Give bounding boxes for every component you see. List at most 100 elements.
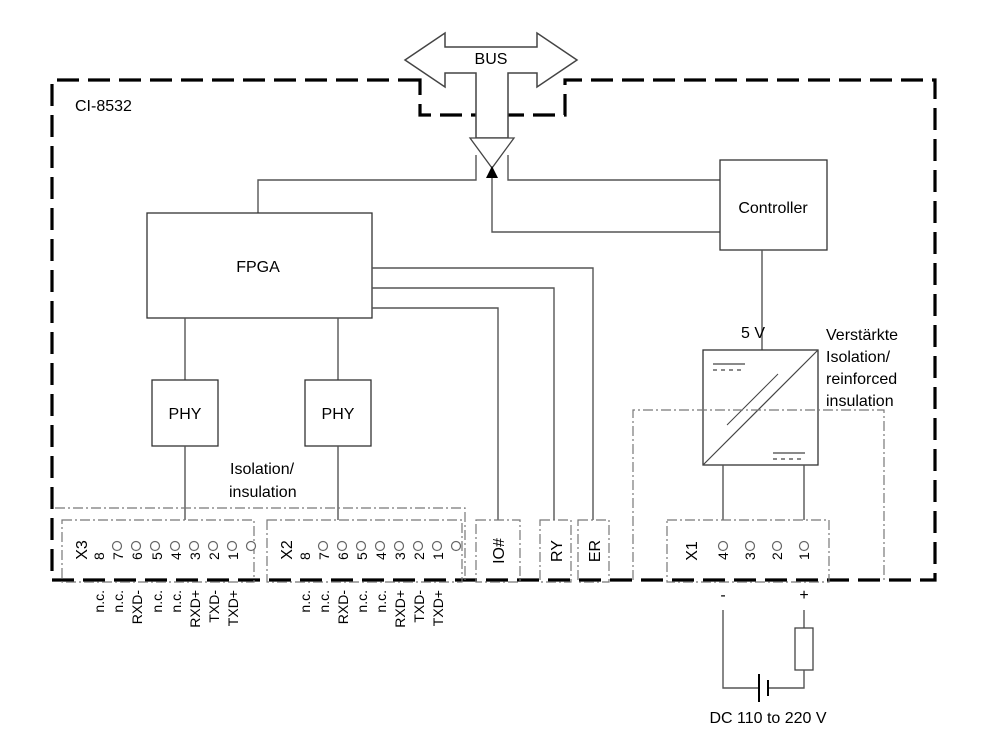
x3-signal-5: n.c. bbox=[149, 590, 165, 613]
phy1-block bbox=[151, 379, 219, 447]
x3-pin-3: 3 bbox=[187, 552, 203, 560]
isolation-left-line1: Isolation/ bbox=[230, 461, 295, 478]
x3-signal-2: TXD- bbox=[206, 590, 222, 623]
connector-er bbox=[577, 519, 610, 583]
wire-controller-bus bbox=[507, 155, 720, 181]
isolation-left-line2: insulation bbox=[229, 484, 297, 501]
x3-pin-6: 6 bbox=[129, 552, 145, 560]
device-boundary bbox=[50, 78, 937, 582]
x2-signal-7: n.c. bbox=[316, 590, 332, 613]
controller-block bbox=[719, 159, 828, 251]
converter-diagonal bbox=[702, 349, 819, 466]
x3-pins: 8 7 6 5 4 3 2 1 bbox=[91, 540, 257, 560]
connector-x2 bbox=[266, 519, 463, 583]
fpga-label: FPGA bbox=[236, 259, 280, 276]
x2-pin-7-contact bbox=[336, 540, 348, 552]
wire-controller-enable bbox=[491, 178, 720, 233]
x2-pin-7: 7 bbox=[316, 552, 332, 560]
x2-pin-4: 4 bbox=[373, 552, 389, 560]
x3-signal-7: n.c. bbox=[110, 590, 126, 613]
isolation-right-line3: reinforced bbox=[826, 371, 897, 388]
x2-pin-8: 8 bbox=[297, 552, 313, 560]
connector-x3 bbox=[61, 519, 255, 583]
dc-symbol-out bbox=[713, 363, 745, 371]
bus-transceiver-up bbox=[486, 166, 498, 178]
x2-pin-6: 6 bbox=[335, 552, 351, 560]
x3-pin-5: 5 bbox=[149, 552, 165, 560]
device-label: CI-8532 bbox=[75, 98, 132, 115]
x3-pin-7-contact bbox=[130, 540, 142, 552]
er-label: ER bbox=[587, 540, 604, 562]
io-label: IO# bbox=[491, 538, 508, 564]
x3-pin-8-contact bbox=[111, 540, 123, 552]
x2-signal-5: n.c. bbox=[354, 590, 370, 613]
x2-pin-1: 1 bbox=[430, 552, 446, 560]
x3-pin-5-contact bbox=[169, 540, 181, 552]
x1-plus-label: + bbox=[799, 587, 808, 604]
fuse bbox=[794, 627, 814, 671]
x2-pins: 8 7 6 5 4 3 2 1 bbox=[297, 540, 462, 560]
x3-pin-3-contact bbox=[207, 540, 219, 552]
x2-pin-8-contact bbox=[317, 540, 329, 552]
x2-pin-1-contact bbox=[450, 540, 462, 552]
x2-pin-5: 5 bbox=[354, 552, 370, 560]
converter-diagonal-inner bbox=[726, 373, 779, 426]
x2-pin-3-contact bbox=[412, 540, 424, 552]
x3-pin-6-contact bbox=[149, 540, 161, 552]
x2-signal-2: TXD- bbox=[411, 590, 427, 623]
isolation-right-line1: Verstärkte bbox=[826, 327, 898, 344]
x2-signal-3: RXD+ bbox=[392, 590, 408, 628]
wire-fpga-ry bbox=[372, 287, 555, 520]
x3-pin-7: 7 bbox=[110, 552, 126, 560]
x2-signal-4: n.c. bbox=[373, 590, 389, 613]
phy2-label: PHY bbox=[322, 406, 355, 423]
x1-pin-2-contact bbox=[771, 540, 783, 552]
wire-fpga-bus bbox=[257, 155, 477, 213]
x3-name: X3 bbox=[74, 540, 91, 560]
phy1-label: PHY bbox=[169, 406, 202, 423]
x3-pin-8: 8 bbox=[91, 552, 107, 560]
supply-wire-plus-lower bbox=[768, 670, 805, 689]
x1-pin-4: 4 bbox=[715, 552, 731, 560]
x1-name: X1 bbox=[684, 541, 701, 561]
connector-x1 bbox=[666, 519, 830, 583]
x3-pin-4: 4 bbox=[168, 552, 184, 560]
wire-fpga-io bbox=[372, 307, 499, 520]
x1-pins: 4 3 2 1 bbox=[715, 540, 812, 560]
x3-pin-1: 1 bbox=[225, 552, 241, 560]
x2-name: X2 bbox=[279, 540, 296, 560]
x1-pin-3-contact bbox=[744, 540, 756, 552]
x1-pin-1: 1 bbox=[796, 552, 812, 560]
x2-signals: n.c. n.c. RXD- n.c. n.c. RXD+ TXD- TXD+ bbox=[297, 590, 446, 628]
x2-pin-4-contact bbox=[393, 540, 405, 552]
bus-label: BUS bbox=[475, 51, 508, 68]
ry-label: RY bbox=[549, 540, 566, 562]
x3-signal-6: RXD- bbox=[129, 590, 145, 625]
isolation-right-line4: insulation bbox=[826, 393, 894, 410]
x1-pin-3: 3 bbox=[742, 552, 758, 560]
isolation-left-barrier bbox=[55, 507, 466, 580]
bus-transceiver-down bbox=[468, 137, 516, 170]
connector-io bbox=[475, 519, 521, 583]
x1-minus-label: - bbox=[720, 587, 725, 604]
x3-pin-2: 2 bbox=[206, 552, 222, 560]
x1-pin-1-contact bbox=[798, 540, 810, 552]
x2-pin-5-contact bbox=[374, 540, 386, 552]
connector-ry bbox=[539, 519, 572, 583]
isolation-right-barrier bbox=[632, 409, 885, 580]
x3-signal-8: n.c. bbox=[91, 590, 107, 613]
x2-signal-1: TXD+ bbox=[430, 590, 446, 626]
supply-wire-minus bbox=[722, 610, 759, 689]
supply-label: DC 110 to 220 V bbox=[709, 710, 826, 727]
x2-pin-6-contact bbox=[355, 540, 367, 552]
x2-pin-3: 3 bbox=[392, 552, 408, 560]
x2-pin-2-contact bbox=[431, 540, 443, 552]
x1-pin-4-contact bbox=[717, 540, 729, 552]
x3-signal-4: n.c. bbox=[168, 590, 184, 613]
bus-arrow bbox=[403, 31, 579, 139]
controller-label: Controller bbox=[738, 200, 808, 217]
fpga-block bbox=[146, 212, 373, 319]
x3-signal-1: TXD+ bbox=[225, 590, 241, 626]
x3-pin-1-contact bbox=[245, 540, 257, 552]
